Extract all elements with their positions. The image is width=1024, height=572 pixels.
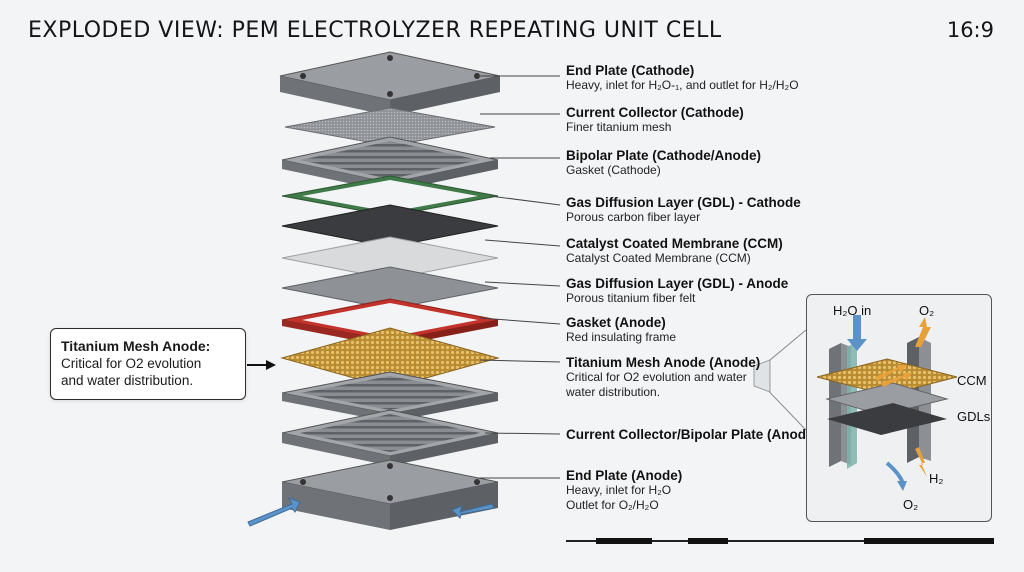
separator-plate: [281, 371, 499, 422]
label-desc: Finer titanium mesh: [566, 120, 672, 134]
scale-bar: [566, 538, 994, 544]
label-name: Gas Diffusion Layer (GDL) - Cathode: [566, 195, 801, 210]
inset-ccm-label: CCM: [957, 373, 987, 388]
label-gdl-anode: Gas Diffusion Layer (GDL) - Anode Porous…: [566, 276, 788, 306]
leader-lines: [478, 75, 561, 479]
label-gasket-anode: Gasket (Anode) Red insulating frame: [566, 315, 676, 345]
end-plate-anode: [281, 459, 499, 530]
label-desc: Heavy, inlet for H₂O-₁, and outlet for H…: [566, 78, 799, 92]
titanium-mesh-anode: [280, 327, 500, 389]
label-bipolar-plate-cathode: Bipolar Plate (Cathode/Anode) Gasket (Ca…: [566, 148, 761, 178]
callout-arrow: [247, 360, 276, 370]
inset-h2o-in-label: H₂O in: [833, 303, 872, 318]
label-name: Gas Diffusion Layer (GDL) - Anode: [566, 276, 789, 291]
label-end-plate-anode: End Plate (Anode) Heavy, inlet for H₂O O…: [566, 468, 682, 513]
cell-detail-inset: H₂O in O₂ CCM GDLs H₂ O₂: [806, 294, 992, 522]
label-desc: Gasket (Cathode): [566, 163, 661, 177]
callout-line-1: Critical for O2 evolution: [61, 356, 202, 371]
inset-h2-label: H₂: [929, 471, 944, 486]
inset-gdls-label: GDLs: [957, 409, 991, 424]
label-desc: Heavy, inlet for H₂O: [566, 483, 672, 497]
label-name: Current Collector (Cathode): [566, 105, 744, 120]
label-titanium-mesh-anode: Titanium Mesh Anode (Anode) Critical for…: [566, 355, 760, 400]
page-title: EXPLODED VIEW: PEM ELECTROLYZER REPEATIN…: [28, 18, 722, 43]
label-name: Bipolar Plate (Cathode/Anode): [566, 148, 762, 163]
label-desc-line2: water distribution.: [566, 385, 661, 399]
label-name: End Plate (Anode): [566, 468, 683, 483]
label-bipolar-plate-anode: Current Collector/Bipolar Plate (Anode): [566, 427, 818, 442]
water-inlet-arrows: [247, 497, 495, 527]
titanium-mesh-callout: Titanium Mesh Anode: Critical for O2 evo…: [50, 328, 246, 400]
label-name: End Plate (Cathode): [566, 63, 695, 78]
label-desc: Catalyst Coated Membrane (CCM): [566, 251, 751, 265]
current-collector-cathode: [284, 107, 496, 147]
ccm-membrane: [281, 236, 499, 280]
inset-connector: [753, 329, 807, 431]
label-desc: Critical for O2 evolution and water: [566, 370, 747, 384]
gdl-anode: [281, 266, 499, 310]
callout-line-2: and water distribution.: [61, 373, 194, 388]
gasket-cathode: [281, 175, 499, 217]
label-desc: Porous carbon fiber layer: [566, 210, 701, 224]
label-end-plate-cathode: End Plate (Cathode) Heavy, inlet for H₂O…: [566, 63, 799, 93]
callout-title: Titanium Mesh Anode:: [61, 338, 211, 354]
label-desc: Porous titanium fiber felt: [566, 291, 696, 305]
label-name: Current Collector/Bipolar Plate (Anode): [566, 427, 819, 442]
label-name: Catalyst Coated Membrane (CCM): [566, 236, 783, 251]
label-name: Gasket (Anode): [566, 315, 666, 330]
gdl-cathode: [281, 204, 499, 248]
label-current-collector-cathode: Current Collector (Cathode) Finer titani…: [566, 105, 744, 135]
label-name: Titanium Mesh Anode (Anode): [566, 355, 761, 370]
end-plate-cathode: [279, 51, 501, 116]
aspect-ratio-label: 16:9: [946, 18, 994, 42]
label-ccm: Catalyst Coated Membrane (CCM) Catalyst …: [566, 236, 783, 266]
label-gdl-cathode: Gas Diffusion Layer (GDL) - Cathode Poro…: [566, 195, 801, 225]
inset-o2-top-label: O₂: [919, 303, 935, 318]
label-desc: Red insulating frame: [566, 330, 677, 344]
bipolar-plate-anode: [281, 409, 499, 466]
inset-illustration: [816, 315, 958, 491]
label-desc-line2: Outlet for O₂/H₂O: [566, 498, 659, 512]
inset-o2-bottom-label: O₂: [903, 497, 919, 512]
